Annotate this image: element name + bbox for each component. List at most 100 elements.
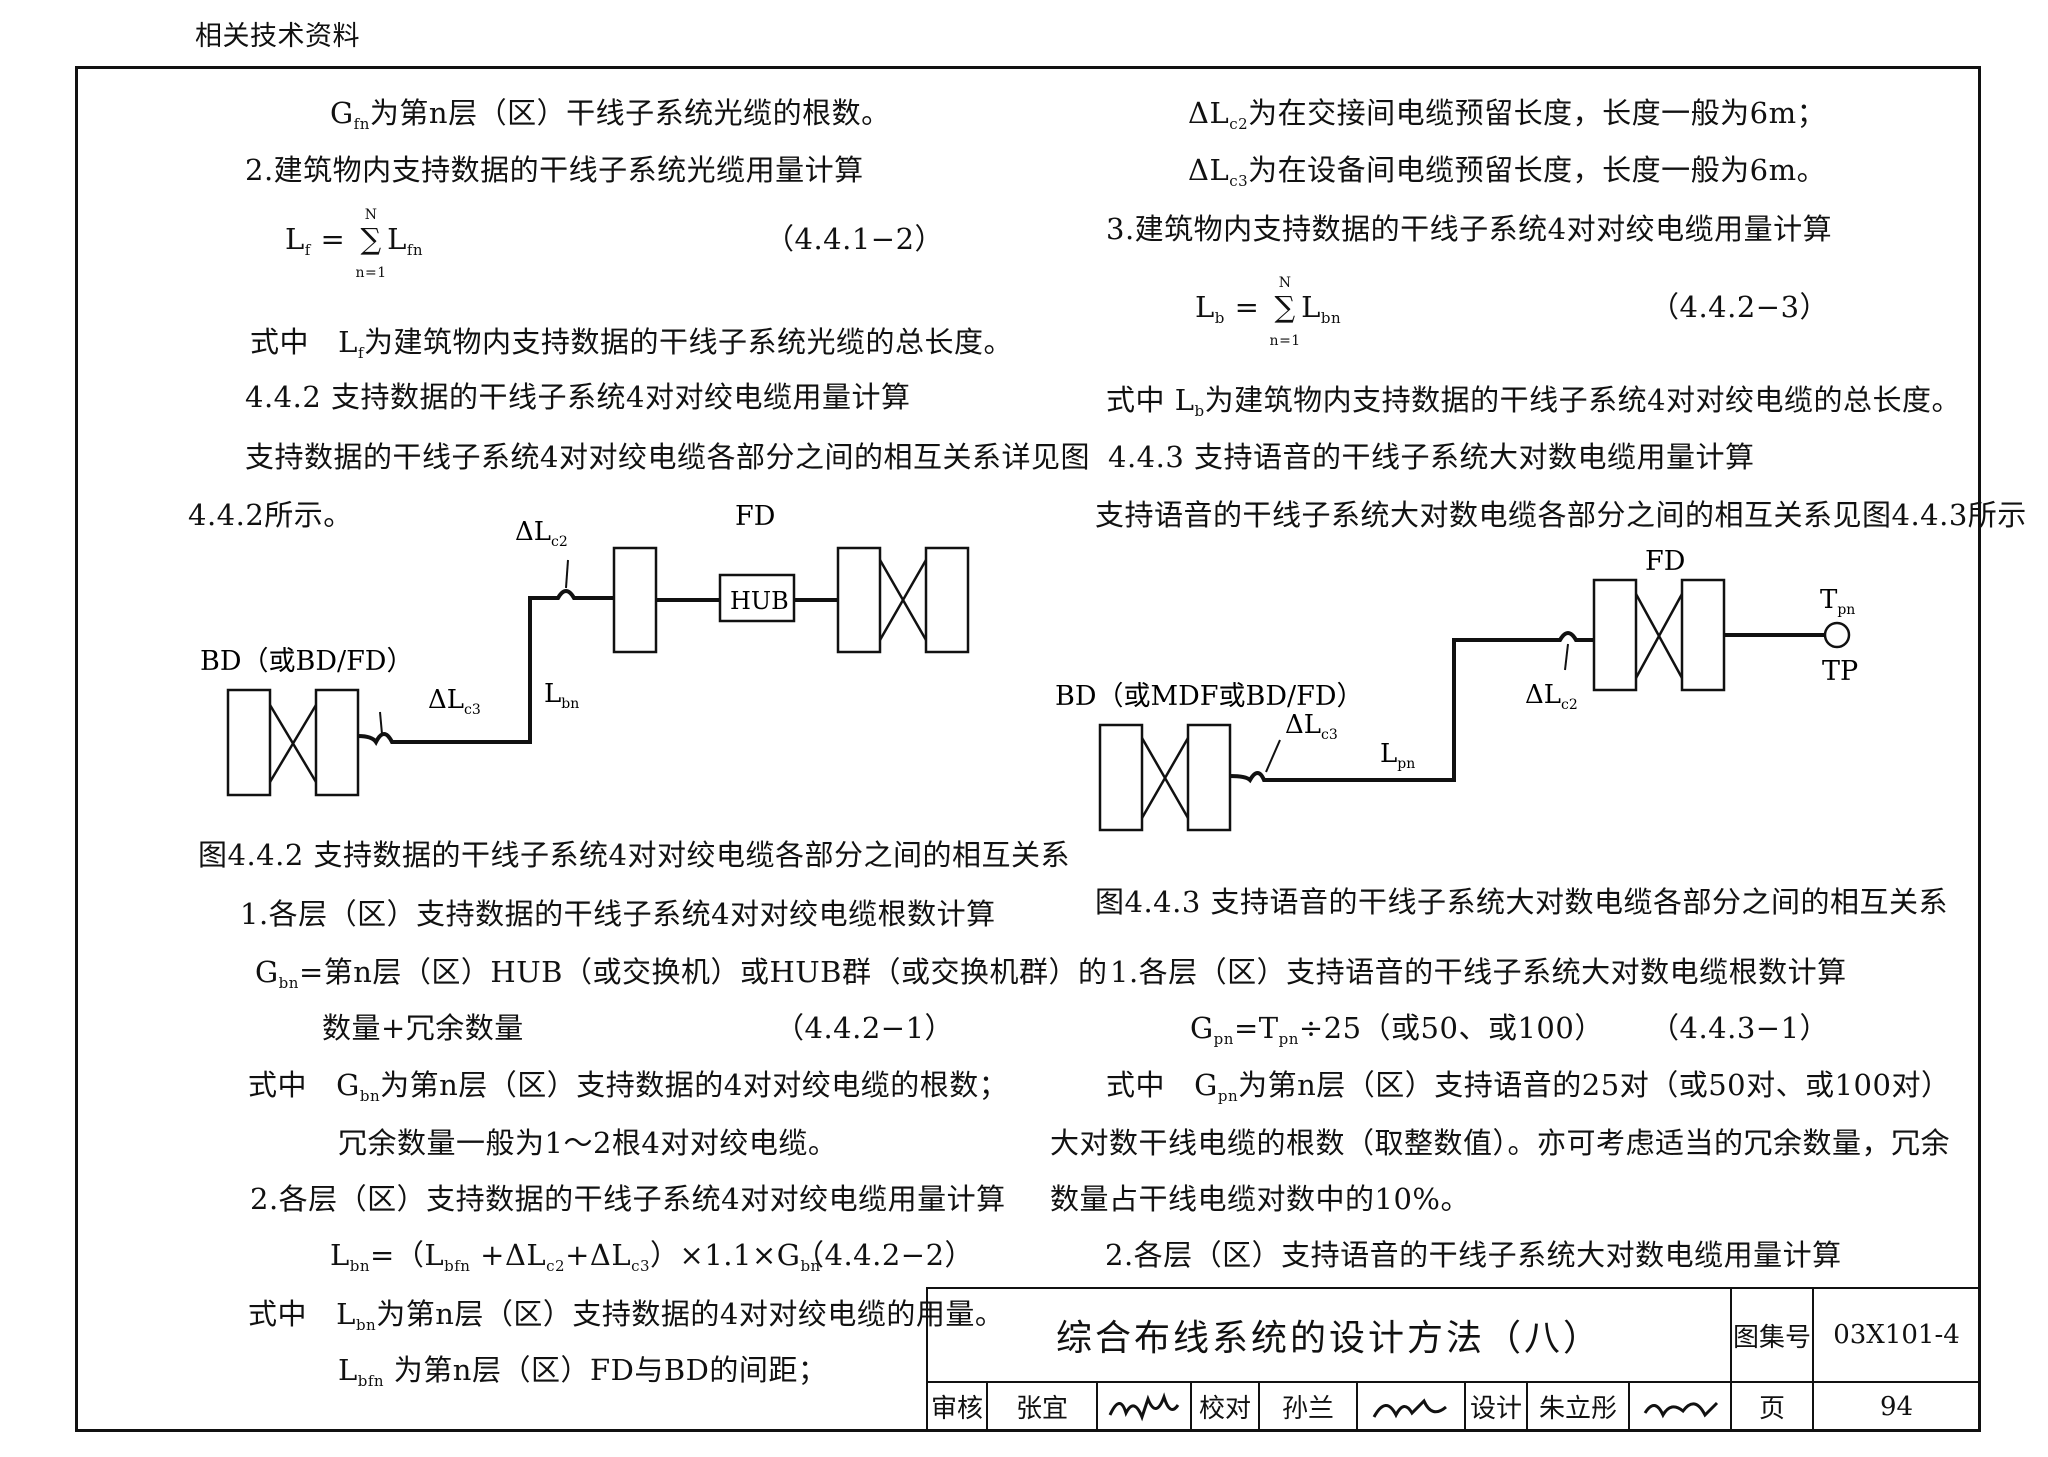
- eq-mid: =: [1224, 290, 1270, 324]
- label-shizhong: 式中: [250, 325, 310, 359]
- var-sub: bn: [349, 1257, 371, 1275]
- left-line-6: 4.4.2所示。: [188, 498, 353, 532]
- lbn-label: Lbn: [544, 679, 579, 712]
- dlc2-label: ΔLc2: [1525, 680, 1578, 713]
- dlc3-sub: c3: [464, 702, 481, 718]
- var-sub: bfn: [357, 1372, 385, 1390]
- lbn: L: [544, 679, 561, 709]
- var: L: [338, 325, 358, 359]
- dlc2: ΔL: [515, 517, 551, 547]
- dlc3-label: ΔLc3: [1285, 710, 1338, 743]
- lbn-sub: bn: [561, 696, 579, 712]
- equation-number: （4.4.2−3）: [1650, 290, 1830, 324]
- check-label: 校对: [1198, 1394, 1251, 1424]
- section-4-4-2-heading: 4.4.2 支持数据的干线子系统4对对绞电缆用量计算: [245, 380, 911, 414]
- sum-symbol: N∑n=1: [355, 207, 387, 281]
- figure-4-4-2: FD HUB BD（或BD/FD） ΔLc2 ΔLc3 Lbn: [200, 501, 970, 797]
- reviewer: 张宜: [1015, 1394, 1068, 1424]
- text: +ΔL: [565, 1238, 632, 1272]
- reviewer-signature-cell: [1096, 1381, 1192, 1432]
- label-shizhong: 式中: [248, 1297, 308, 1331]
- right-line-11: 数量占干线电缆对数中的10%。: [1050, 1182, 1470, 1216]
- var-sub: b: [1194, 402, 1205, 420]
- var: L: [1174, 383, 1195, 417]
- fd-label: FD: [1645, 546, 1685, 577]
- equation-number: （4.4.3−1）: [1650, 1011, 1830, 1045]
- text: =（L: [370, 1238, 445, 1272]
- text: 为第n层（区）干线子系统光缆的根数。: [369, 96, 891, 130]
- right-line-10: 大对数干线电缆的根数（取整数值）。亦可考虑适当的冗余数量，冗余: [1050, 1126, 1951, 1160]
- dlc2: ΔL: [1525, 680, 1561, 710]
- right-line-1: ΔLc2为在交接间电缆预留长度，长度一般为6m；: [1188, 96, 1826, 141]
- lpn-label: Lpn: [1380, 739, 1415, 772]
- atlas-no-cell: 03X101-4: [1812, 1287, 1981, 1383]
- var-sub: bn: [278, 974, 299, 992]
- equation-number: （4.4.2−2）: [795, 1238, 975, 1272]
- review-label-cell: 审核: [926, 1381, 988, 1432]
- checker-signature-cell: [1356, 1381, 1466, 1432]
- text: 为第n层（区）支持数据的4对对绞电缆的用量。: [376, 1297, 1005, 1331]
- lpn: L: [1380, 739, 1397, 769]
- dlc3-sub: c3: [1321, 727, 1338, 743]
- left-line-5: 支持数据的干线子系统4对对绞电缆各部分之间的相互关系详见图: [245, 440, 1090, 474]
- text: =T: [1233, 1011, 1279, 1045]
- var-sub: c2: [1229, 115, 1249, 133]
- page-no-cell: 94: [1812, 1381, 1981, 1432]
- sum-sign: ∑: [1274, 290, 1296, 324]
- left-line-8: Gbn=第n层（区）HUB（或交换机）或HUB群（或交换机群）的: [255, 955, 1108, 1000]
- var-sub: pn: [1278, 1030, 1299, 1048]
- bd-label: BD（或MDF或BD/FD）: [1055, 681, 1363, 712]
- sum-top: N: [1278, 275, 1292, 291]
- sum-symbol: N∑n=1: [1269, 275, 1301, 349]
- dlc3: ΔL: [428, 685, 464, 715]
- right-line-7: 1.各层（区）支持语音的干线子系统大对数电缆根数计算: [1110, 955, 1847, 989]
- header-label: 相关技术资料: [195, 21, 360, 52]
- tpn: T: [1820, 585, 1838, 615]
- hub-label: HUB: [730, 587, 789, 615]
- atlas-label: 图集号: [1732, 1322, 1811, 1353]
- eq-term-sub: fn: [406, 241, 424, 259]
- title-text: 综合布线系统的设计方法（八）: [1055, 1318, 1602, 1359]
- dlc2-sub: c2: [551, 534, 568, 550]
- text: 为第n层（区）支持数据的4对对绞电缆的根数；: [380, 1068, 1009, 1102]
- equation-number: （4.4.2−1）: [775, 1011, 955, 1045]
- reviewer-signature: [1108, 1391, 1180, 1421]
- eq-term-sub: bn: [1320, 309, 1342, 327]
- bd-label: BD（或BD/FD）: [200, 646, 413, 677]
- right-line-4: 式中 Lb为建筑物内支持数据的干线子系统4对对绞电缆的总长度。: [1106, 383, 1961, 428]
- left-line-7: 1.各层（区）支持数据的干线子系统4对对绞电缆根数计算: [240, 897, 996, 931]
- var: ΔL: [1188, 153, 1230, 187]
- var-sub: fn: [353, 115, 370, 133]
- titleblock-title: 综合布线系统的设计方法（八）: [926, 1287, 1732, 1383]
- var: ΔL: [1188, 96, 1230, 130]
- equation-number: （4.4.1−2）: [765, 222, 945, 256]
- var-g: G: [330, 96, 354, 130]
- eq-lhs-sub: f: [304, 241, 311, 259]
- check-label-cell: 校对: [1190, 1381, 1260, 1432]
- text: 为第n层（区）FD与BD的间距；: [384, 1353, 828, 1387]
- var: G: [1194, 1068, 1218, 1102]
- page-label-cell: 页: [1730, 1381, 1814, 1432]
- tp-label: TP: [1822, 656, 1858, 687]
- bd-panel-right: [314, 688, 360, 797]
- sum-sign: ∑: [360, 222, 382, 256]
- eq-mid: =: [310, 222, 356, 256]
- page-no: 94: [1879, 1391, 1914, 1422]
- text: 为建筑物内支持数据的干线子系统光缆的总长度。: [364, 325, 1014, 359]
- sum-top: N: [364, 207, 378, 223]
- var: G: [336, 1068, 360, 1102]
- var-sub: c3: [1229, 172, 1249, 190]
- right-line-8: Gpn=Tpn÷25（或50、或100）: [1190, 1011, 1604, 1056]
- tpn-label: Tpn: [1820, 585, 1855, 618]
- var: L: [338, 1353, 358, 1387]
- left-line-1: Gfn为第n层（区）干线子系统光缆的根数。: [330, 96, 891, 141]
- designer-cell: 朱立彤: [1526, 1381, 1630, 1432]
- figure-4-4-3: FD Tpn TP BD（或MDF或BD/FD） ΔLc2 ΔLc3 Lpn: [1055, 546, 1858, 832]
- var-sub: c2: [546, 1257, 566, 1275]
- eq-lhs: L: [1195, 290, 1215, 324]
- text: +ΔL: [470, 1238, 547, 1272]
- designer: 朱立彤: [1538, 1394, 1617, 1424]
- text: ）×1.1×G: [650, 1238, 801, 1272]
- figure-4-4-3-caption: 图4.4.3 支持语音的干线子系统大对数电缆各部分之间的相互关系: [1095, 885, 1949, 919]
